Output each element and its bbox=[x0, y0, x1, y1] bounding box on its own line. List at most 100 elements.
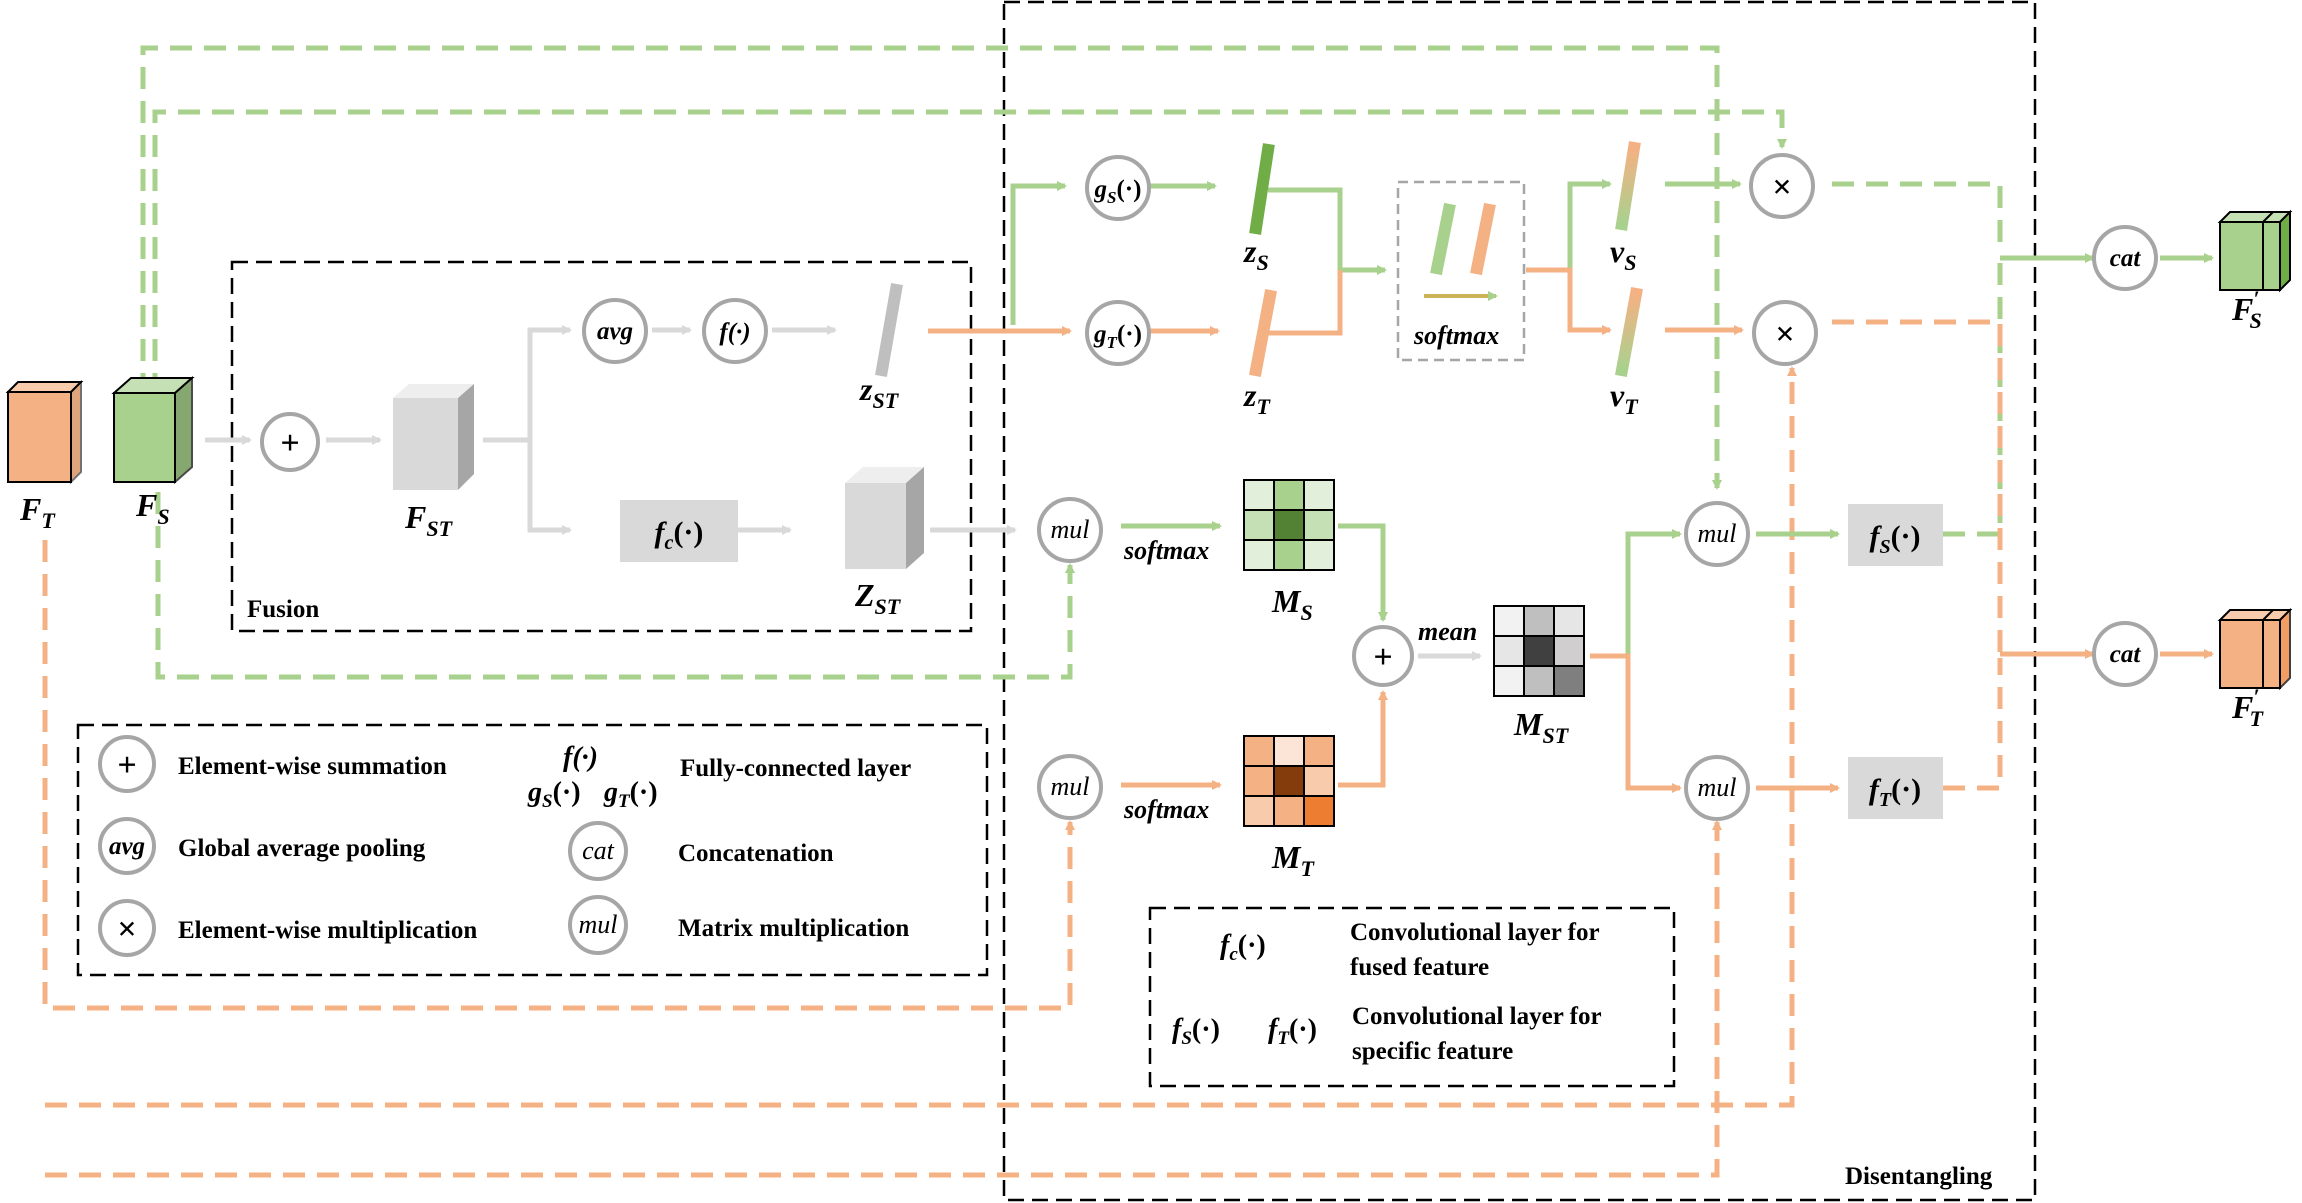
green-dashed-x-out bbox=[1832, 181, 2003, 252]
orange-dashed-to-mul-bottom bbox=[42, 540, 1075, 1011]
legend-fT-symbol: fT(·) bbox=[1268, 1014, 1317, 1049]
label-M_ST: MST bbox=[1513, 706, 1570, 748]
arrow-zt-to-softmax bbox=[1268, 270, 1343, 336]
legend-gap-text: Global average pooling bbox=[178, 835, 426, 862]
legend-cat-circle bbox=[568, 821, 628, 881]
arrow-MS-to-plus bbox=[1338, 523, 1388, 622]
plus-mid-glyph: + bbox=[1373, 639, 1392, 676]
legend-plus-glyph: + bbox=[117, 747, 136, 784]
label-v_S: vS bbox=[1610, 233, 1636, 275]
mean-label: mean bbox=[1418, 617, 1477, 646]
matrix-M_T bbox=[1243, 735, 1335, 827]
mul-bottom-circle bbox=[1037, 754, 1103, 820]
arrow-softmax-to-vs bbox=[1526, 179, 1612, 273]
orange-dashed-ft-out bbox=[1943, 658, 2003, 791]
mulT-circle bbox=[1684, 755, 1750, 821]
fS-box bbox=[1848, 504, 1943, 566]
f-label: f(·) bbox=[719, 319, 750, 346]
bar-z_S bbox=[1249, 143, 1275, 235]
arrow-MST-to-mulT bbox=[1590, 653, 1682, 793]
label-Z_ST: ZST bbox=[854, 577, 902, 619]
plus-mid-circle bbox=[1352, 625, 1414, 687]
legend-gT-symbol: gT(·) bbox=[603, 777, 658, 812]
gT-circle bbox=[1085, 300, 1151, 366]
legend-fS-symbol: fS(·) bbox=[1172, 1014, 1220, 1049]
softmax-bar-orange bbox=[1470, 202, 1496, 276]
legend-emul-text: Element-wise multiplication bbox=[178, 917, 477, 944]
legend-mul-circle bbox=[568, 895, 628, 955]
label-M_S: MS bbox=[1271, 583, 1313, 625]
softmax-bottom-label: softmax bbox=[1123, 795, 1209, 824]
legend-conv-fused-1: Convolutional layer for bbox=[1350, 919, 1600, 946]
mulS-circle bbox=[1684, 501, 1750, 567]
cube-Z_ST bbox=[845, 467, 924, 569]
legend-avg-circle bbox=[98, 817, 156, 875]
bar-v_T bbox=[1615, 287, 1643, 377]
times-top-glyph: × bbox=[1772, 169, 1791, 206]
fusion-region bbox=[230, 260, 973, 633]
cube-F_S bbox=[111, 375, 195, 485]
times-bottom-glyph: × bbox=[1775, 316, 1794, 353]
softmax-box bbox=[1396, 180, 1526, 362]
fc-label: fc(·) bbox=[655, 516, 704, 554]
fusion-label: Fusion bbox=[247, 596, 319, 623]
label-F_S: FS bbox=[135, 487, 170, 529]
arrow-softmax-to-vt bbox=[1526, 267, 1612, 335]
matrix-M_ST bbox=[1493, 605, 1585, 697]
fT-label: fT(·) bbox=[1869, 773, 1921, 811]
label-z_ST: zST bbox=[859, 371, 900, 413]
conv-legend-box bbox=[1148, 906, 1676, 1088]
cube-F_S-out bbox=[2217, 209, 2293, 293]
matrix-M_S bbox=[1243, 479, 1335, 571]
gS-label: gS(·) bbox=[1094, 176, 1142, 207]
label-M_T: MT bbox=[1271, 839, 1315, 881]
softmax-top-label: softmax bbox=[1123, 536, 1209, 565]
label-v_T: vT bbox=[1610, 377, 1639, 419]
gS-circle bbox=[1085, 155, 1151, 221]
green-dashed-top-outer bbox=[140, 45, 1722, 490]
legend-mul-label: mul bbox=[579, 910, 618, 939]
f-circle bbox=[702, 298, 768, 364]
legend-avg-label: avg bbox=[109, 833, 145, 860]
legend-fc-text: Fully-connected layer bbox=[680, 755, 911, 782]
orange-dashed-to-mul-ft bbox=[45, 820, 1722, 1178]
legend-box bbox=[76, 723, 989, 977]
legend-conv-fused-2: fused feature bbox=[1350, 954, 1489, 981]
arrow-MST-to-mulS bbox=[1590, 529, 1682, 659]
times-bottom-circle bbox=[1752, 300, 1818, 366]
legend-times-circle bbox=[98, 899, 156, 957]
label-F_ST: FST bbox=[404, 499, 454, 541]
cube-F_T-out bbox=[2217, 607, 2293, 691]
label-F_S-out: F′S bbox=[2231, 286, 2262, 333]
catT-label: cat bbox=[2110, 641, 2142, 668]
mulT-label: mul bbox=[1698, 773, 1737, 802]
label-z_S: zS bbox=[1243, 233, 1269, 275]
legend-conv-spec-2: specific feature bbox=[1352, 1038, 1513, 1065]
bar-v_S bbox=[1615, 141, 1641, 231]
cube-F_ST bbox=[393, 384, 474, 490]
orange-dashed-x-out bbox=[1832, 319, 2003, 652]
times-top-circle bbox=[1749, 153, 1815, 219]
legend-matmul-text: Matrix multiplication bbox=[678, 915, 909, 942]
legend-times-glyph: × bbox=[117, 911, 136, 948]
cube-F_T bbox=[5, 379, 84, 485]
legend-sum-text: Element-wise summation bbox=[178, 753, 447, 780]
disentangling-label: Disentangling bbox=[1845, 1163, 1993, 1190]
mulS-label: mul bbox=[1698, 519, 1737, 548]
legend-gS-symbol: gS(·) bbox=[527, 777, 581, 812]
label-z_T: zT bbox=[1243, 377, 1271, 419]
fc-box bbox=[620, 500, 738, 562]
green-dashed-fs-out bbox=[1943, 258, 2003, 537]
catS-label: cat bbox=[2110, 245, 2142, 272]
bar-z_ST bbox=[875, 283, 903, 377]
gT-label: gT(·) bbox=[1093, 321, 1142, 352]
plus-fusion-glyph: + bbox=[280, 425, 299, 462]
legend-concat-text: Concatenation bbox=[678, 840, 834, 867]
arrow-zst-to-gs bbox=[1010, 181, 1067, 325]
fT-box bbox=[1848, 757, 1943, 819]
mul-top-label: mul bbox=[1051, 515, 1090, 544]
plus-fusion-circle bbox=[260, 412, 320, 472]
catS-circle bbox=[2092, 225, 2158, 291]
